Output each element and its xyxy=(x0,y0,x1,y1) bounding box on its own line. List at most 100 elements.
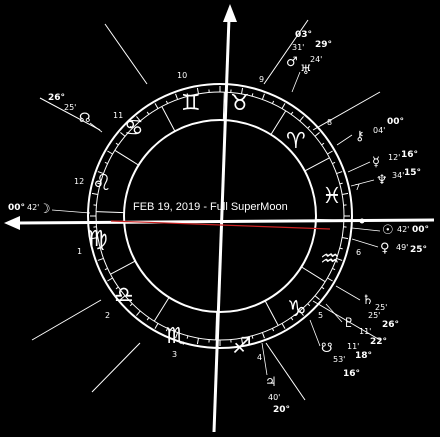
cusp-line-8 xyxy=(312,91,381,131)
outer-ring xyxy=(87,83,353,349)
degree-tick xyxy=(314,132,320,137)
jupiter-degree: 20° xyxy=(273,405,290,415)
north-node-minute: 25' xyxy=(64,103,76,112)
gemini-icon: ♊ xyxy=(181,91,201,116)
sign-divider xyxy=(96,211,125,214)
uranus-icon: ♅ xyxy=(300,63,312,78)
inner-ring xyxy=(123,119,317,313)
south-node-icon: ☋ xyxy=(321,341,333,356)
house-number-12: 12 xyxy=(74,177,84,186)
degree-tick xyxy=(251,335,254,339)
sign-divider xyxy=(114,149,139,166)
chiron-degree: 00° xyxy=(387,117,404,127)
house-number-10: 10 xyxy=(177,71,187,80)
degree-tick xyxy=(146,111,150,115)
degree-tick xyxy=(271,100,275,104)
pluto-minute: 11' xyxy=(359,327,371,336)
degree-tick xyxy=(327,277,333,282)
degree-tick xyxy=(186,335,189,339)
sun-minute: 42' xyxy=(397,225,409,234)
saturn-icon: ♄ xyxy=(362,293,374,308)
degree-tick xyxy=(196,338,199,345)
degree-tick xyxy=(321,286,325,290)
sign-divider xyxy=(161,106,176,132)
sun-icon: ☉ xyxy=(382,223,394,238)
cusp-line-2 xyxy=(31,299,102,341)
degree-tick xyxy=(261,93,265,100)
degree-tick xyxy=(307,303,311,307)
degree-tick xyxy=(136,116,141,122)
venus-minute: 49' xyxy=(396,243,408,252)
moon-icon: ☽ xyxy=(39,202,51,217)
house-number-4: 4 xyxy=(257,353,262,362)
venus-icon: ♀ xyxy=(380,241,390,256)
degree-tick xyxy=(332,267,336,271)
degree-tick xyxy=(97,247,101,250)
house-numbers: 1 2 3 4 5 6 7 8 9 10 11 12 xyxy=(74,71,361,362)
cusp-line-6 xyxy=(312,300,381,341)
degree-tick xyxy=(154,323,159,329)
degree-tick xyxy=(107,150,113,155)
sign-divider xyxy=(301,266,326,283)
degree-tick xyxy=(261,332,265,339)
horizon-axis xyxy=(17,218,435,225)
degree-tick xyxy=(120,295,126,300)
aquarius-icon: ♒ xyxy=(320,247,340,272)
degree-tick xyxy=(281,323,286,329)
degree-tick xyxy=(104,267,108,271)
degree-tick xyxy=(327,150,333,155)
degree-tick xyxy=(186,93,189,97)
neptune-icon: ♆ xyxy=(376,173,388,188)
mercury-icon: ☿ xyxy=(372,155,380,170)
degree-tick xyxy=(129,303,133,307)
saturn-minute-top: 25' xyxy=(375,303,387,312)
degree-tick xyxy=(342,237,349,240)
cusp-line-12 xyxy=(39,97,101,131)
chiron-minute: 04' xyxy=(373,126,385,135)
mars-icon: ♂ xyxy=(286,55,298,70)
midheaven-arrow xyxy=(223,4,237,22)
degree-tick xyxy=(175,93,179,100)
house-number-8: 8 xyxy=(327,118,332,127)
sign-divider xyxy=(304,157,330,172)
chiron-icon: ⚷ xyxy=(355,129,365,144)
cusp-line-11 xyxy=(104,23,148,85)
cusp-line-3 xyxy=(91,342,141,393)
sign-divider xyxy=(222,92,225,121)
degree-tick xyxy=(251,93,254,97)
venus-degree: 25° xyxy=(410,245,427,255)
degree-tick xyxy=(196,87,199,94)
moon-minute: 42' xyxy=(27,203,39,212)
degree-tick xyxy=(154,103,159,109)
sign-divider xyxy=(270,110,287,135)
degree-tick xyxy=(281,103,286,109)
mercury-minute: 12' xyxy=(388,153,400,162)
extra-minute: 53' xyxy=(333,355,345,364)
degree-tick xyxy=(336,171,343,175)
house-number-5: 5 xyxy=(318,311,323,320)
ascendant-arrow xyxy=(4,216,20,230)
neptune-degree: 15° xyxy=(404,168,421,178)
jupiter-icon: ♃ xyxy=(265,375,277,390)
chart-title: FEB 19, 2019 - Full SuperMoon xyxy=(133,201,288,213)
aries-icon: ♈ xyxy=(286,129,306,154)
saturn-degree: 26° xyxy=(382,320,399,330)
zodiac-signs: ♊ ♉ ♈ ♓ ♒ ♑ ♐ ♏ ♎ ♍ ♌ ♋ xyxy=(88,91,342,359)
taurus-icon: ♉ xyxy=(230,91,250,116)
degree-tick xyxy=(342,192,349,195)
degree-tick xyxy=(107,277,113,282)
uranus-degree: 29° xyxy=(315,40,332,50)
south-node-minute: 11' xyxy=(347,342,359,351)
house-number-1: 1 xyxy=(77,247,82,256)
degree-tick xyxy=(91,192,98,195)
mars-minute: 31' xyxy=(292,43,304,52)
degree-tick xyxy=(332,161,336,165)
moon-degree: 00° xyxy=(8,203,25,213)
degree-tick xyxy=(165,100,169,104)
degree-tick xyxy=(91,237,98,240)
degree-tick xyxy=(339,247,343,250)
planet-pointers xyxy=(51,71,381,376)
neptune-minute: 34' xyxy=(392,171,404,180)
